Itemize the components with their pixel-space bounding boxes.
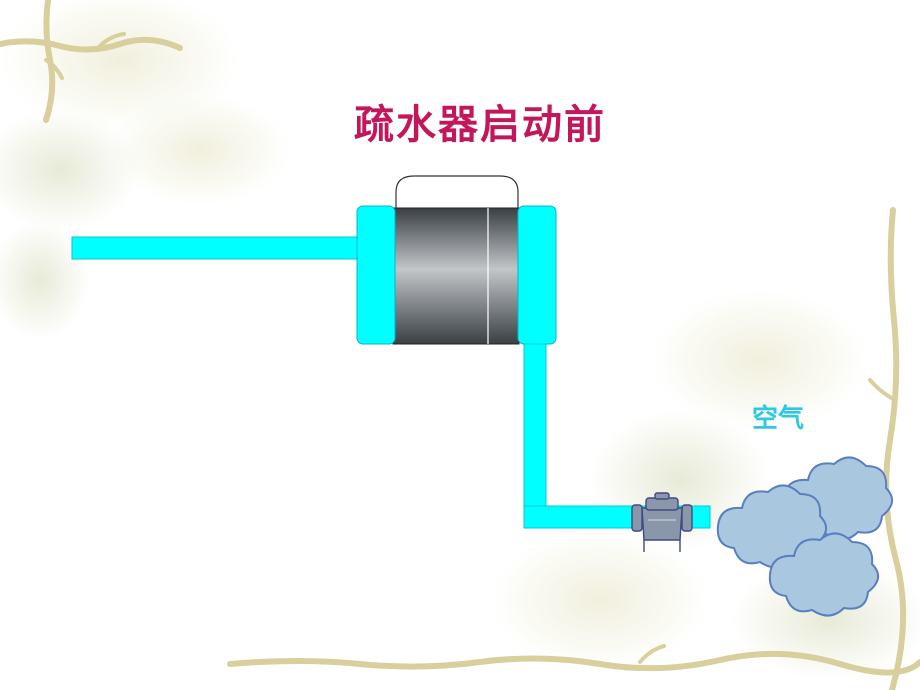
faded-flower bbox=[110, 95, 290, 205]
faded-flower bbox=[0, 110, 140, 230]
faded-flower bbox=[650, 290, 870, 430]
inlet-pipe bbox=[71, 236, 365, 260]
right-flange bbox=[517, 205, 557, 345]
outlet-pipe-vertical bbox=[523, 343, 547, 529]
slide-title: 疏水器启动前 bbox=[354, 102, 606, 148]
drum-top-arch bbox=[395, 175, 519, 208]
drum-body bbox=[392, 207, 520, 345]
air-cloud-icon bbox=[716, 456, 893, 617]
faded-flower bbox=[490, 530, 710, 670]
air-label: 空气 bbox=[752, 404, 805, 434]
left-flange bbox=[356, 205, 396, 345]
faded-flower bbox=[0, 220, 90, 340]
steam-trap-valve-icon bbox=[631, 492, 693, 552]
